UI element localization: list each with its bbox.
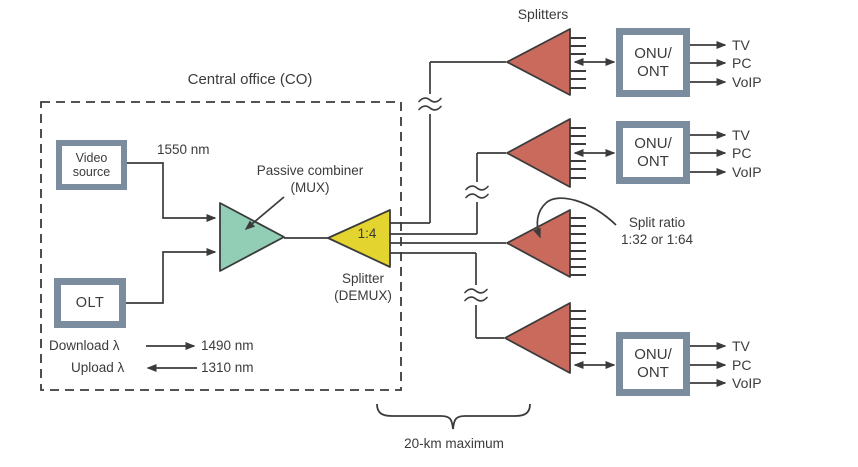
upload-lambda-label: Upload λ [71, 360, 125, 375]
splitters-label: Splitters [517, 6, 569, 22]
onu-box-3: ONU/ ONT [616, 332, 690, 396]
fiber-break-3b [464, 296, 488, 302]
splitter-demux-label: Splitter (DEMUX) [334, 271, 392, 303]
fiber-break-1a [418, 97, 442, 103]
demux-ratio-label: 1:4 [357, 226, 377, 241]
onu-2-service-arrows [690, 131, 727, 176]
download-lambda-label: Download λ [49, 338, 120, 353]
splitter-2-triangle [506, 118, 571, 188]
video-to-mux-line [127, 162, 217, 222]
upload-wavelength-value: 1310 nm [201, 360, 254, 375]
splitter-4-ports [570, 310, 586, 354]
download-wavelength-value: 1490 nm [201, 338, 254, 353]
onu-1-tv-label: TV [732, 37, 750, 53]
fiber-break-marks [418, 97, 489, 302]
splitter-4-triangle [504, 302, 571, 374]
splitter-2-ports [570, 127, 586, 179]
fiber-break-2b [465, 193, 489, 199]
distance-label: 20-km maximum [404, 436, 504, 451]
onu-3-pc-label: PC [732, 357, 752, 373]
split-ratio-label: Split ratio 1:32 or 1:64 [620, 215, 694, 247]
onu-3-voip-label: VoIP [732, 375, 762, 391]
onu-box-2: ONU/ ONT [616, 121, 690, 184]
onu-2-tv-label: TV [732, 127, 750, 143]
central-office-label: Central office (CO) [187, 71, 313, 88]
onu-box-1: ONU/ ONT [616, 28, 690, 97]
splitter-3-triangle [506, 209, 571, 278]
fiber-break-1b [418, 105, 442, 111]
mux-label-pointer-arrow [244, 196, 285, 230]
video-source-box: Video source [56, 140, 127, 190]
onu-1-service-arrows [690, 41, 727, 86]
split-ratio-pointer-arrow [533, 197, 617, 239]
wavelength-1550-label: 1550 nm [157, 142, 210, 157]
onu-1-voip-label: VoIP [732, 74, 762, 90]
onu-3-service-arrows [690, 342, 727, 387]
splitter-3-ports [570, 217, 586, 276]
onu-2-pc-label: PC [732, 145, 752, 161]
mux-combiner-triangle [219, 202, 285, 272]
onu-2-voip-label: VoIP [732, 164, 762, 180]
olt-to-mux-line [126, 248, 217, 304]
onu-3-tv-label: TV [732, 338, 750, 354]
demux-splitter-triangle [327, 209, 391, 268]
splitter-1-triangle [506, 28, 571, 96]
passive-combiner-label: Passive combiner (MUX) [256, 163, 364, 195]
feeder-branch-4 [390, 252, 504, 339]
onu-1-pc-label: PC [732, 55, 752, 71]
fiber-break-2a [465, 185, 489, 191]
olt-box: OLT [54, 278, 126, 328]
splitter-1-ports [570, 37, 586, 89]
feeder-branch-1 [390, 61, 506, 224]
distance-brace [376, 403, 531, 430]
fiber-break-3a [464, 288, 488, 294]
central-office-boundary [40, 101, 402, 391]
feeder-branch-2 [390, 152, 506, 235]
